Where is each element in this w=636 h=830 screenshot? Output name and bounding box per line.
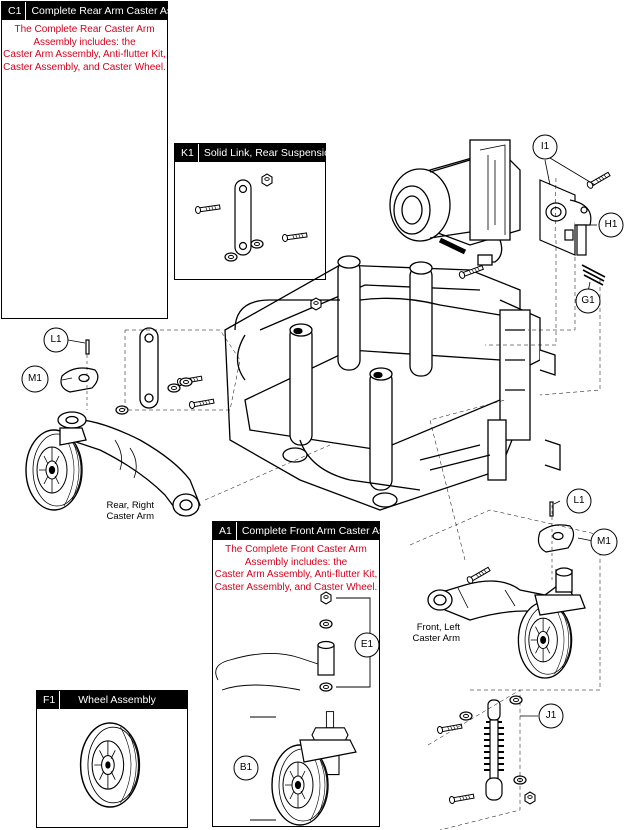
callout-b1: B1	[239, 762, 253, 773]
callout-h1: H1	[604, 219, 618, 230]
c1-note-line-4: Caster Assembly, and Caster Wheel.	[3, 61, 166, 73]
callout-l1-left: L1	[50, 334, 62, 345]
front-left-line-2: Caster Arm	[412, 633, 460, 644]
a1-note-line-1: The Complete Front Caster Arm	[225, 544, 367, 555]
c1-note-line-3: Caster Arm Assembly, Anti-flutter Kit,	[3, 49, 166, 60]
k1-header: K1 Solid Link, Rear Suspension	[175, 144, 336, 162]
k1-code: K1	[177, 144, 199, 162]
rear-right-caster-arm-label: Rear, Right Caster Arm	[88, 500, 154, 522]
a1-note: The Complete Front Caster Arm Assembly i…	[213, 544, 379, 594]
k1-box: K1 Solid Link, Rear Suspension	[174, 143, 336, 280]
drive-motor	[389, 139, 521, 266]
a1-header: A1 Complete Front Arm Caster Assy	[213, 522, 395, 540]
motor-mount-bracket	[539, 170, 612, 286]
a1-box: A1 Complete Front Arm Caster Assy The Com…	[212, 521, 395, 827]
callout-e1-front: E1	[360, 639, 374, 650]
callout-m1-right: M1	[597, 536, 611, 547]
rear-right-caster-arm	[25, 411, 201, 517]
c1-note: The Complete Rear Caster Arm Assembly in…	[2, 24, 167, 74]
rear-right-line-2: Caster Arm	[106, 511, 154, 522]
rear-suspension-shock	[436, 695, 536, 805]
c1-code: C1	[4, 2, 27, 20]
front-left-caster-arm-label: Front, Left Caster Arm	[392, 622, 460, 644]
a1-note-line-3: Caster Arm Assembly, Anti-flutter Kit,	[214, 569, 378, 580]
anti-flutter-part-right	[537, 501, 575, 553]
callout-j1: J1	[545, 710, 557, 721]
callout-l1-right: L1	[573, 495, 585, 506]
f1-box: F1 Wheel Assembly	[36, 690, 188, 828]
anti-flutter-part-left	[60, 339, 99, 393]
callout-g1: G1	[581, 295, 595, 306]
k1-title: Solid Link, Rear Suspension	[203, 147, 336, 159]
rear-solid-link	[115, 327, 215, 415]
callout-m1-left: M1	[28, 373, 42, 384]
a1-note-line-4: Caster Assembly, and Caster Wheel.	[214, 581, 378, 593]
c1-header: C1 Complete Rear Arm Caster Assy	[2, 2, 183, 20]
a1-code: A1	[215, 522, 237, 540]
f1-code: F1	[39, 691, 61, 709]
front-left-caster-arm	[427, 567, 586, 679]
f1-header: F1 Wheel Assembly	[37, 691, 187, 709]
c1-note-line-1: The Complete Rear Caster Arm	[14, 24, 155, 35]
a1-note-line-2: Assembly includes: the	[244, 556, 348, 568]
callout-i1: I1	[540, 141, 550, 152]
power-base-frame	[224, 255, 561, 511]
c1-title: Complete Rear Arm Caster Assy	[31, 5, 183, 17]
a1-title: Complete Front Arm Caster Assy	[241, 525, 395, 537]
f1-title: Wheel Assembly	[78, 694, 156, 706]
front-left-line-1: Front, Left	[416, 622, 460, 633]
rear-right-line-1: Rear, Right	[106, 500, 154, 511]
c1-note-line-2: Assembly includes: the	[33, 36, 136, 48]
c1-box: C1 Complete Rear Arm Caster Assy The Comp…	[1, 1, 183, 319]
k1-link-drawing	[194, 173, 308, 262]
a1-assembly-drawing	[215, 591, 357, 826]
